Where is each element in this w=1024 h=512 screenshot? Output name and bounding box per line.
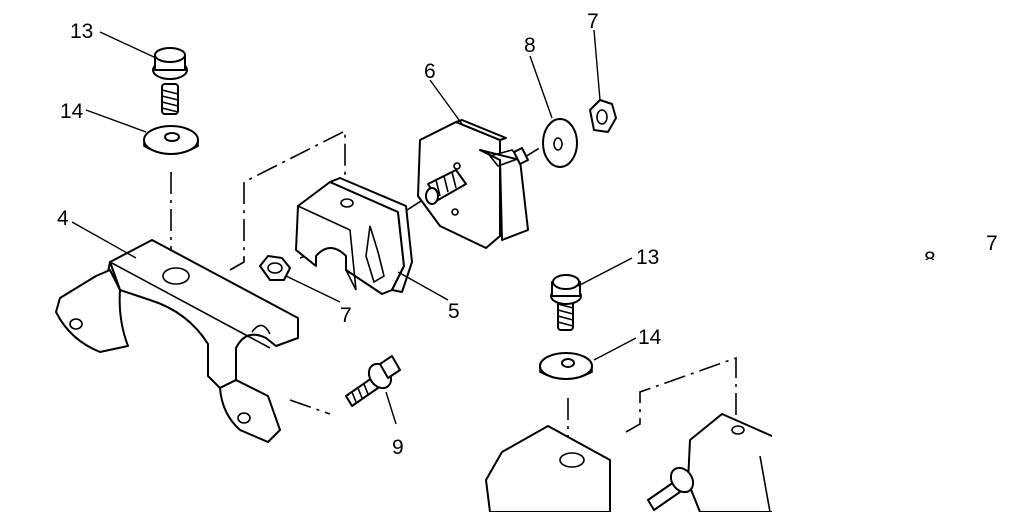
alignment-line-upper xyxy=(229,129,346,271)
nut-7-lower xyxy=(259,255,291,281)
callout-8-right: 8 xyxy=(924,248,936,271)
leader-13 xyxy=(99,31,157,59)
leader-7-top xyxy=(593,29,601,101)
callout-7-right: 7 xyxy=(986,232,998,255)
callout-7-top: 7 xyxy=(587,10,599,33)
callout-9: 9 xyxy=(392,436,404,459)
callout-8: 8 xyxy=(524,34,536,57)
washer-14 xyxy=(143,125,199,155)
leader-4 xyxy=(71,221,137,259)
callout-7-mid: 7 xyxy=(340,304,352,327)
leader-8 xyxy=(529,55,553,119)
callout-4: 4 xyxy=(57,207,69,230)
leader-7-mid xyxy=(285,275,341,303)
leader-9 xyxy=(385,391,397,425)
leader-14-inset xyxy=(593,337,637,361)
callout-14-inset: 14 xyxy=(638,326,662,349)
callout-14: 14 xyxy=(60,100,84,123)
inset-assembly xyxy=(485,274,772,512)
alignment-line-bolt9 xyxy=(289,399,331,415)
washer-14-inset xyxy=(539,352,593,380)
bracket-4 xyxy=(55,239,299,443)
leader-6 xyxy=(429,79,463,125)
leader-14 xyxy=(85,109,147,133)
flange-bolt-13 xyxy=(152,47,188,115)
bracket-5 xyxy=(295,177,413,295)
alignment-line-stud xyxy=(403,193,433,213)
washer-8 xyxy=(542,118,578,168)
leader-13-inset xyxy=(577,257,633,287)
callout-5: 5 xyxy=(448,300,460,323)
flange-bolt-13-inset xyxy=(550,274,582,331)
callout-6: 6 xyxy=(424,60,436,83)
engine-mount-6 xyxy=(417,119,529,249)
flange-bolt-9 xyxy=(345,355,401,407)
leader-5 xyxy=(397,271,449,301)
callout-13: 13 xyxy=(70,20,93,43)
callout-13-inset: 13 xyxy=(636,246,659,269)
nut-7-top xyxy=(589,99,617,133)
